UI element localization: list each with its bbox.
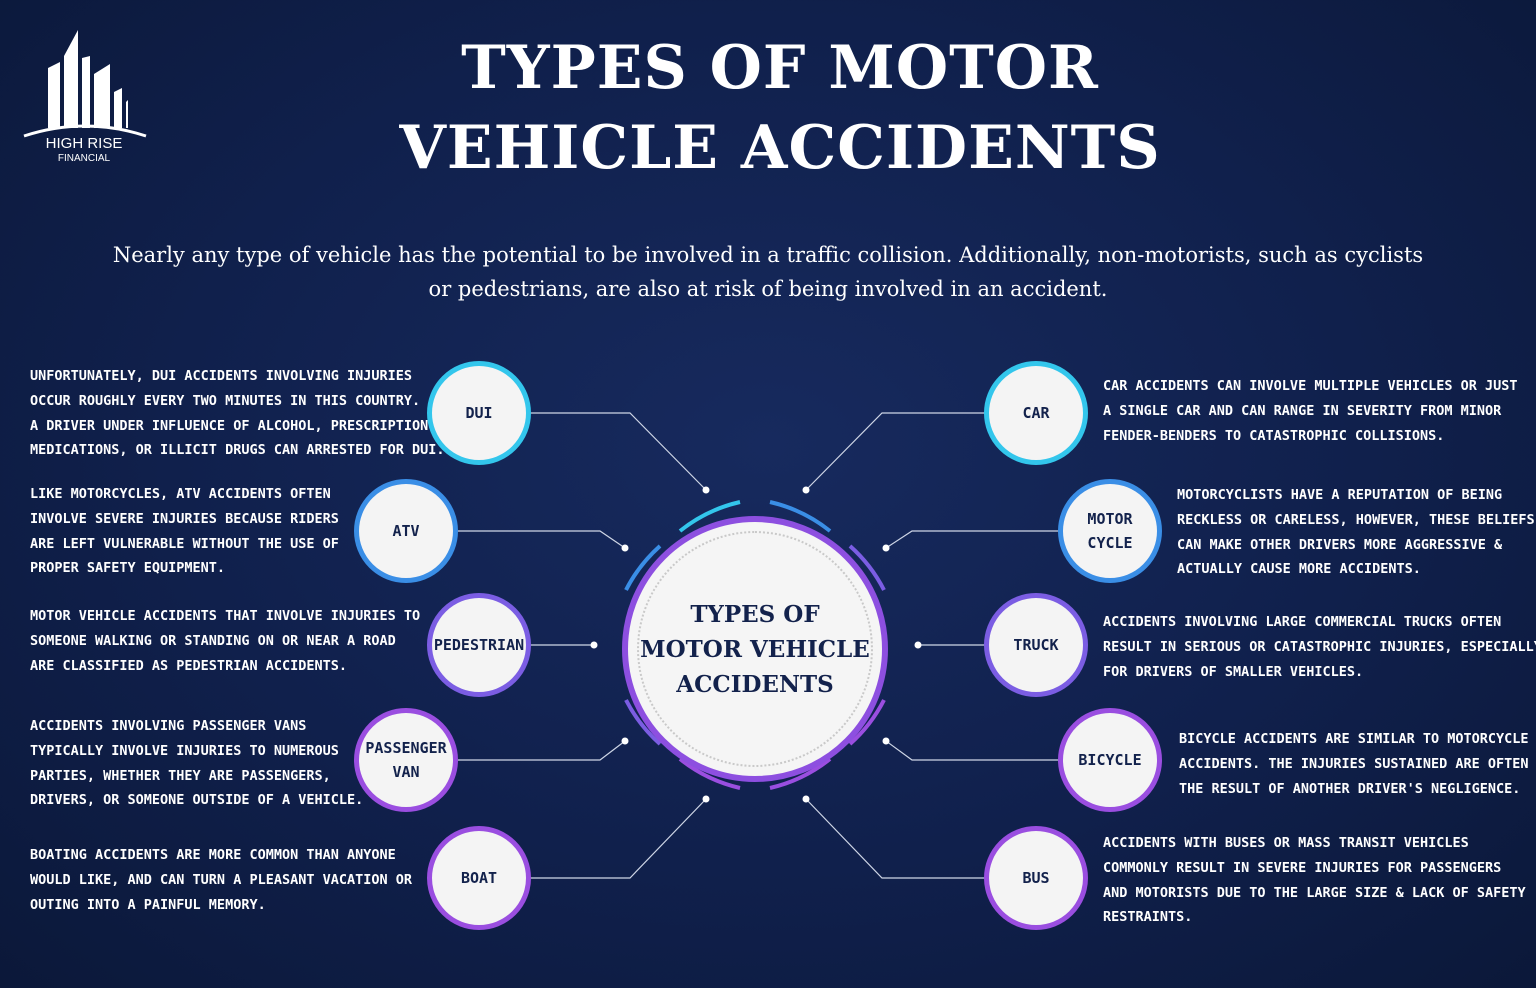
- connector-car: [805, 412, 986, 491]
- passenger-van-description: ACCIDENTS INVOLVING PASSENGER VANS TYPIC…: [30, 718, 364, 809]
- node-atv: ATV: [354, 479, 458, 583]
- logo-name: HIGH RISE: [45, 135, 123, 152]
- node-dui: DUI: [427, 361, 531, 465]
- logo-subtitle: FINANCIAL: [57, 153, 111, 164]
- node-bus: BUS: [984, 826, 1088, 930]
- node-bicycle: BICYCLE: [1058, 708, 1162, 812]
- bus-description: ACCIDENTS WITH BUSES OR MASS TRANSIT VEH…: [1103, 835, 1526, 926]
- node-truck-label: TRUCK: [1013, 636, 1059, 654]
- node-boat: BOAT: [427, 826, 531, 930]
- intro-text: Nearly any type of vehicle has the poten…: [112, 243, 1424, 301]
- connector-motorcycle: [885, 530, 1058, 549]
- center-ring-segments: [624, 500, 886, 790]
- page-title: TYPES OF MOTOR VEHICLE ACCIDENTS: [399, 33, 1161, 183]
- connector-dot-motorcycle: [882, 544, 890, 552]
- dui-description: UNFORTUNATELY, DUI ACCIDENTS INVOLVING I…: [30, 368, 445, 459]
- node-boat-label: BOAT: [460, 869, 498, 887]
- car-description: CAR ACCIDENTS CAN INVOLVE MULTIPLE VEHIC…: [1103, 378, 1518, 444]
- center-circle: TYPES OF MOTOR VEHICLE ACCIDENTS: [622, 516, 888, 782]
- connector-dui: [530, 412, 707, 491]
- connector-bus: [805, 798, 986, 879]
- connector-boat: [530, 798, 707, 879]
- connector-bicycle: [885, 740, 1058, 761]
- boat-description: BOATING ACCIDENTS ARE MORE COMMON THAN A…: [30, 847, 413, 913]
- node-passenger-van-label: PASSENGER VAN: [365, 739, 447, 781]
- motorcycle-description: MOTORCYCLISTS HAVE A REPUTATION OF BEING…: [1177, 487, 1535, 578]
- connector-dot-bicycle: [882, 737, 890, 745]
- center-label: TYPES OF MOTOR VEHICLE ACCIDENTS: [640, 600, 870, 698]
- truck-description: ACCIDENTS INVOLVING LARGE COMMERCIAL TRU…: [1103, 614, 1536, 680]
- connector-dot-atv: [621, 544, 629, 552]
- connector-dot-car: [802, 486, 810, 494]
- node-car: CAR: [984, 361, 1088, 465]
- node-car-label: CAR: [1022, 404, 1050, 422]
- connector-atv: [458, 530, 626, 549]
- center-circle-inner: TYPES OF MOTOR VEHICLE ACCIDENTS: [637, 531, 873, 767]
- connector-dot-passenger-van: [621, 737, 629, 745]
- node-pedestrian: PEDESTRIAN: [427, 593, 531, 697]
- node-atv-label: ATV: [392, 522, 420, 540]
- node-bicycle-label: BICYCLE: [1078, 751, 1142, 769]
- node-motorcycle-label: MOTOR CYCLE: [1087, 510, 1133, 552]
- atv-description: LIKE MOTORCYCLES, ATV ACCIDENTS OFTEN IN…: [30, 486, 339, 577]
- bicycle-description: BICYCLE ACCIDENTS ARE SIMILAR TO MOTORCY…: [1179, 731, 1529, 797]
- node-pedestrian-label: PEDESTRIAN: [433, 636, 525, 654]
- connector-dot-pedestrian: [590, 641, 598, 649]
- connector-dot-boat: [702, 795, 710, 803]
- node-truck: TRUCK: [984, 593, 1088, 697]
- connector-dot-dui: [702, 486, 710, 494]
- node-dui-label: DUI: [465, 404, 493, 422]
- connector-passenger-van: [458, 740, 626, 761]
- pedestrian-description: MOTOR VEHICLE ACCIDENTS THAT INVOLVE INJ…: [30, 608, 421, 674]
- node-passenger-van: PASSENGER VAN: [354, 708, 458, 812]
- node-motorcycle: MOTOR CYCLE: [1058, 479, 1162, 583]
- high-rise-logo: [23, 30, 147, 138]
- node-bus-label: BUS: [1022, 869, 1050, 887]
- connector-dot-bus: [802, 795, 810, 803]
- connector-dot-truck: [914, 641, 922, 649]
